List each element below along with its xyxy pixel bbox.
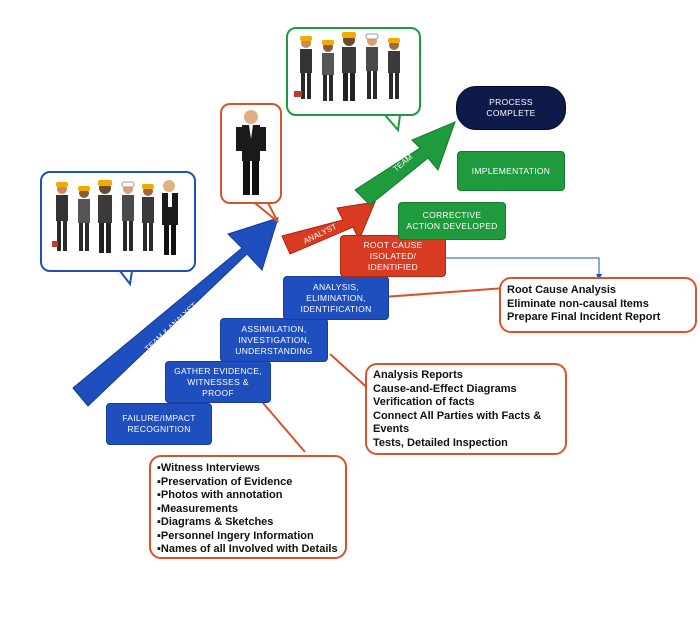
note-analysis-list: Analysis Reports Cause-and-Effect Diagra… — [365, 363, 567, 455]
team-workers-illustration-icon — [52, 180, 178, 255]
step-root-cause-line-2: ISOLATED/ — [369, 250, 417, 261]
step-analysis-line-2: ELIMINATION, — [306, 292, 366, 303]
step-gather-evidence: GATHER EVIDENCE, WITNESSES & PROOF — [165, 361, 271, 403]
step-root-cause: ROOT CAUSE ISOLATED/ IDENTIFIED — [340, 235, 446, 277]
step-assimilation-line-2: INVESTIGATION, — [238, 334, 310, 345]
note-root-cause-item: Prepare Final Incident Report — [507, 311, 661, 323]
team-callout-tail — [117, 270, 134, 287]
step-analysis: ANALYSIS, ELIMINATION, IDENTIFICATION — [283, 276, 389, 320]
note-analysis-item: Connect All Parties with Facts & — [373, 409, 542, 422]
step-assimilation-line-1: ASSIMILATION, — [241, 323, 307, 334]
step-analysis-line-3: IDENTIFICATION — [300, 303, 372, 314]
note-evidence-item: ▪Names of all Involved with Details — [157, 543, 338, 555]
note-root-cause-list: Root Cause Analysis Eliminate non-causal… — [499, 277, 697, 333]
step-process-line-2: COMPLETE — [486, 108, 536, 118]
note-analysis-item: Tests, Detailed Inspection — [373, 436, 508, 449]
connector-analysis-to-rootcause — [369, 287, 506, 299]
step-gather-line-3: PROOF — [202, 387, 234, 398]
analyst-businessman-illustration-icon — [236, 110, 266, 195]
note-evidence-item: ▪Personnel Ingery Information — [157, 529, 314, 542]
note-root-cause-item: Root Cause Analysis — [507, 284, 617, 296]
step-analysis-line-1: ANALYSIS, — [312, 281, 359, 292]
step-assimilation: ASSIMILATION, INVESTIGATION, UNDERSTANDI… — [220, 318, 328, 362]
connector-gather-to-evidence — [256, 395, 306, 453]
note-evidence-item: ▪Measurements — [157, 502, 238, 515]
step-root-cause-line-1: ROOT CAUSE — [363, 239, 423, 250]
note-analysis-item: Verification of facts — [373, 396, 475, 408]
note-evidence-item: ▪Photos with annotation — [157, 489, 283, 501]
note-evidence-list: ▪Witness Interviews ▪Preservation of Evi… — [149, 455, 347, 559]
note-analysis-item: Events — [373, 423, 410, 435]
step-process-line-1: PROCESS — [489, 97, 533, 107]
team-callout — [40, 171, 196, 272]
analyst-callout-tail — [252, 202, 279, 223]
step-gather-line-1: GATHER EVIDENCE, — [174, 365, 262, 376]
step-corrective-line-1: CORRECTIVE — [422, 210, 482, 220]
step-implementation-line-1: IMPLEMENTATION — [471, 165, 551, 176]
step-corrective-action: CORRECTIVE ACTION DEVELOPED — [398, 202, 506, 240]
note-evidence-item: ▪Witness Interviews — [157, 462, 260, 474]
step-assimilation-line-3: UNDERSTANDING — [235, 345, 313, 356]
workers-callout-tail — [382, 114, 402, 133]
note-analysis-item: Analysis Reports — [373, 369, 463, 381]
step-process-complete: PROCESS COMPLETE — [456, 86, 566, 130]
step-root-cause-line-3: IDENTIFIED — [367, 261, 419, 272]
step-gather-line-2: WITNESSES & — [187, 376, 249, 387]
note-analysis-item: Cause-and-Effect Diagrams — [373, 382, 517, 395]
step-failure-line-2: RECOGNITION — [127, 424, 191, 434]
workers-group-callout — [286, 27, 421, 116]
step-implementation: IMPLEMENTATION — [457, 151, 565, 191]
analyst-callout — [220, 103, 282, 204]
step-corrective-line-2: ACTION DEVELOPED — [406, 221, 498, 231]
note-evidence-item: ▪Diagrams & Sketches — [157, 516, 274, 528]
connector-rootcause-to-note — [446, 257, 600, 275]
workers-group-illustration-icon — [294, 32, 400, 101]
step-failure-line-1: FAILURE/IMPACT — [122, 413, 196, 423]
step-failure-recognition: FAILURE/IMPACT RECOGNITION — [106, 403, 212, 445]
note-evidence-item: ▪Preservation of Evidence — [157, 475, 293, 488]
note-root-cause-item: Eliminate non-causal Items — [507, 297, 649, 310]
